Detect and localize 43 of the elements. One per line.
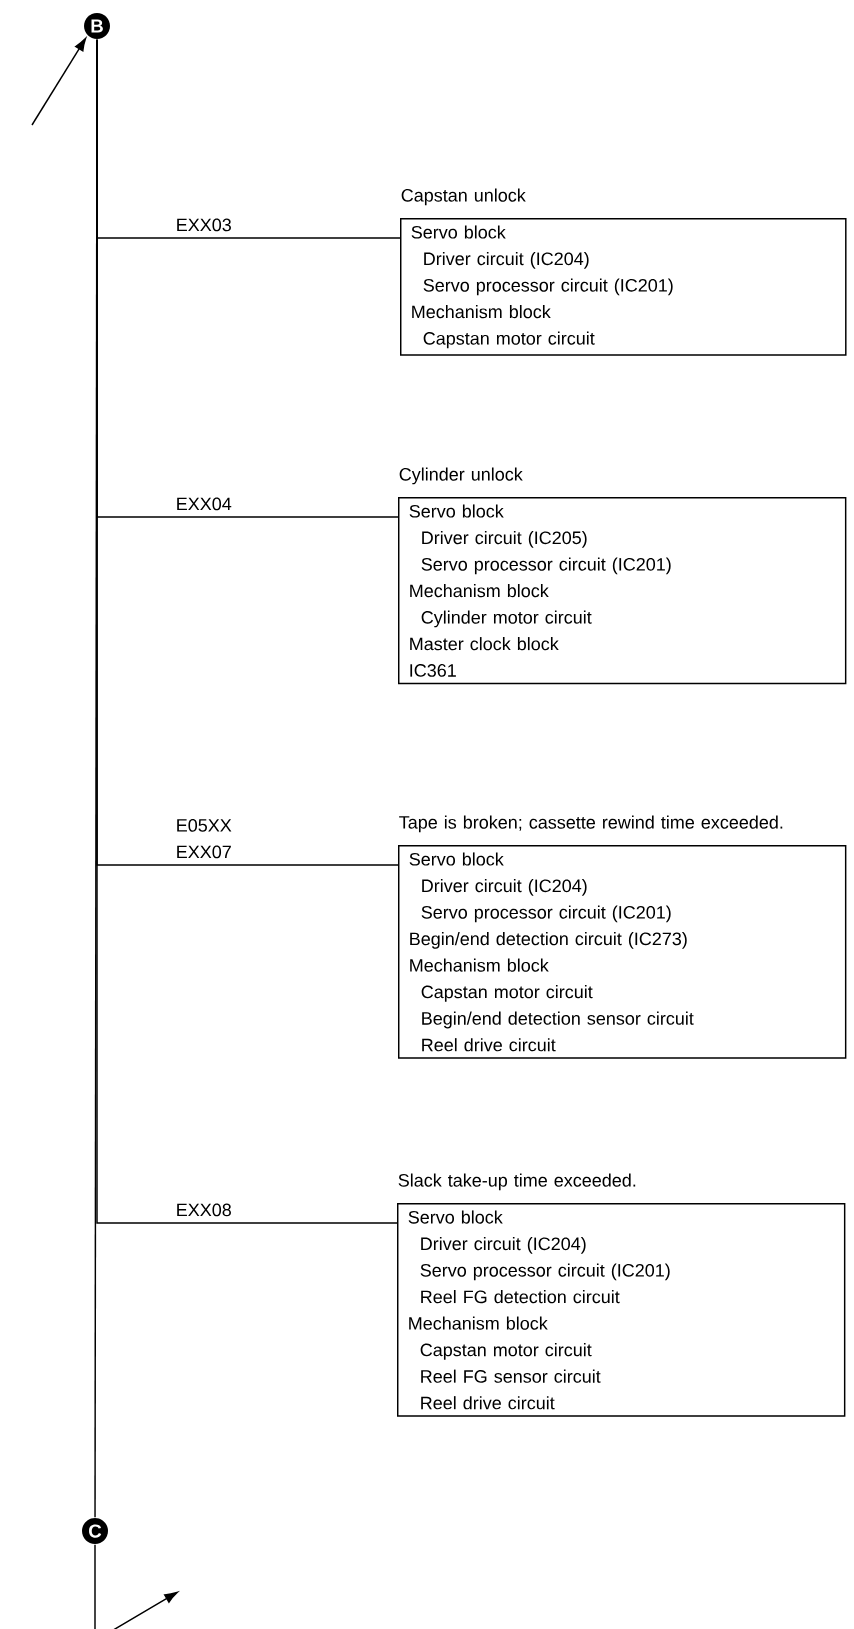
node-label: IC361 [410, 664, 456, 677]
component-list-box: Servo block Driver circuit (IC204) Servo processor circuit (IC201) Reel FG detection circuit Mechanism block Capstan motor circuit Reel FG sensor circuit Reel drive circuit [397, 1203, 846, 1417]
node-label: Servo block [408, 1210, 503, 1224]
node-label: Master clock block [410, 637, 559, 651]
node-label: Reel FG detection circuit [421, 1290, 620, 1304]
node-label: Mechanism block [412, 305, 551, 319]
node-label: Servo processor circuit (IC201) [421, 905, 671, 923]
node-label: Capstan motor circuit [421, 985, 593, 1002]
node-label: Driver circuit (IC204) [422, 878, 587, 896]
edge-label: EXX03 [177, 218, 231, 232]
connector-line [94, 39, 98, 1519]
edge-label: EXX08 [177, 1203, 231, 1217]
box-heading: Tape is broken; cassette rewind time exceeded. [399, 815, 783, 833]
box-heading: Capstan unlock [401, 188, 526, 206]
node-label: Servo block [409, 504, 504, 518]
node-label: Servo processor circuit (IC201) [421, 557, 671, 575]
node-label: Servo processor circuit (IC201) [420, 1263, 670, 1281]
node-label: Begin/end detection sensor circuit [422, 1011, 694, 1029]
node-label: Capstan motor circuit [420, 1343, 592, 1360]
node-label: Begin/end detection circuit (IC273) [410, 932, 687, 949]
node-label: Reel drive circuit [421, 1396, 555, 1410]
node-label: Servo processor circuit (IC201) [423, 278, 673, 296]
node-label: Mechanism block [410, 584, 549, 598]
component-list-box: Servo block Driver circuit (IC204) Servo processor circuit (IC201) Mechanism block Capstan motor circuit [400, 218, 847, 356]
arrow [94, 1544, 178, 1629]
box-heading: Slack take-up time exceeded. [398, 1173, 636, 1191]
component-list-box: Servo block Driver circuit (IC205) Servo processor circuit (IC201) Mechanism block Cylinder motor circuit Master clock block IC361 [398, 497, 847, 685]
node-label: Driver circuit (IC204) [424, 251, 589, 269]
node-label: Capstan motor circuit [423, 331, 595, 349]
edge-label: E05XX EXX07 [177, 819, 232, 859]
node-label: Reel FG sensor circuit [421, 1369, 601, 1383]
node-label: Driver circuit (IC204) [421, 1236, 586, 1254]
arrow [31, 37, 87, 126]
component-list-box: Servo block Driver circuit (IC204) Servo processor circuit (IC201) Begin/end detection circuit (IC273) Mechanism block Capstan motor circuit Begin/end detection sensor circuit Reel drive circuit [398, 845, 847, 1059]
node-label: Reel drive circuit [422, 1038, 556, 1052]
node-label: Servo block [409, 852, 504, 866]
node-label: Servo block [411, 225, 506, 239]
edge-label: EXX04 [177, 497, 232, 511]
node-label: Driver circuit (IC205) [422, 530, 587, 548]
node-label: Mechanism block [410, 958, 549, 972]
node-label: Cylinder motor circuit [421, 610, 592, 628]
box-heading: Cylinder unlock [399, 467, 523, 485]
node-label: Mechanism block [409, 1316, 548, 1330]
